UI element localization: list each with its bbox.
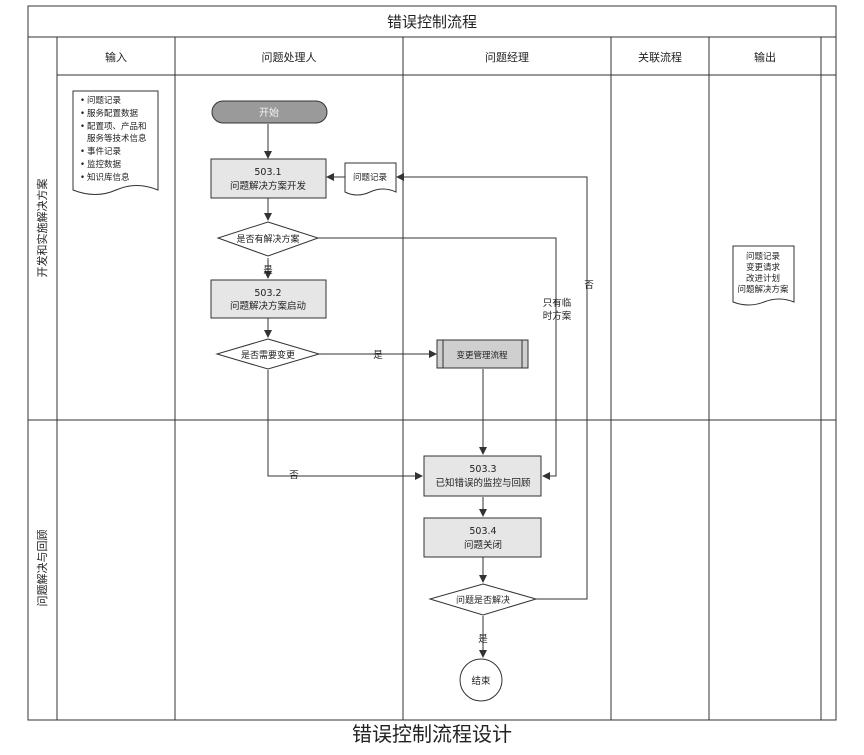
change-management-label: 变更管理流程	[456, 350, 508, 361]
output-item: 改进计划	[746, 273, 780, 284]
process-503-2: 503.2 问题解决方案启动	[210, 279, 327, 319]
lane-header-related-process: 关联流程	[638, 50, 682, 64]
outer-frame	[27, 5, 837, 721]
problem-record-document: 问题记录	[344, 162, 397, 196]
lane-header-input: 输入	[105, 50, 127, 64]
decision-resolved-label: 问题是否解决	[456, 594, 510, 606]
edge-label-temp-solution-line1: 只有临	[543, 297, 572, 309]
output-item: 问题解决方案	[737, 284, 789, 295]
edge-decision2-no	[267, 370, 423, 480]
decision-resolved: 问题是否解决	[428, 583, 538, 616]
input-bullet: •	[80, 173, 85, 183]
edge-label-yes: 是	[263, 265, 273, 276]
edge-label-no: 否	[584, 280, 594, 291]
edge-label-yes: 是	[373, 350, 383, 361]
output-item: 变更请求	[746, 262, 781, 273]
decision-has-solution-label: 是否有解决方案	[236, 233, 299, 245]
change-management-process: 变更管理流程	[436, 339, 529, 369]
process-503-1-title: 问题解决方案开发	[230, 180, 307, 192]
process-503-3: 503.3 已知错误的监控与回顾	[423, 455, 542, 497]
input-bullet: •	[80, 96, 85, 106]
decision-need-change: 是否需要变更	[215, 338, 321, 370]
edge-decision3-no	[396, 173, 588, 600]
lane-header-output: 输出	[754, 50, 776, 64]
process-503-3-title: 已知错误的监控与回顾	[435, 477, 531, 489]
output-item: 问题记录	[746, 252, 781, 262]
lane-header-problem-manager: 问题经理	[485, 51, 529, 64]
process-503-1-code: 503.1	[254, 167, 281, 178]
input-bullet: •	[80, 109, 85, 119]
process-503-2-title: 问题解决方案启动	[230, 300, 306, 312]
decision-has-solution: 是否有解决方案	[216, 221, 320, 257]
input-item: 监控数据	[87, 159, 122, 170]
edge-decision1-temp	[318, 237, 557, 480]
edge-label-temp-solution-line2: 时方案	[543, 310, 572, 322]
process-503-4: 503.4 问题关闭	[423, 517, 542, 558]
input-bullet: •	[80, 122, 85, 132]
output-document: 问题记录 变更请求 改进计划 问题解决方案	[732, 245, 795, 306]
input-document: • 问题记录 • 服务配置数据 • 配置项、产品和 服务等技术信息 • 事件记录…	[72, 90, 159, 195]
figure-caption: 错误控制流程设计	[352, 722, 512, 746]
phase-label-develop-implement: 开发和实施解决方案	[35, 179, 49, 278]
input-item: 服务等技术信息	[87, 133, 147, 144]
input-item: 事件记录	[87, 146, 122, 157]
process-503-2-code: 503.2	[254, 288, 281, 299]
phase-label-resolve-review: 问题解决与回顾	[35, 530, 49, 607]
diagram-title: 错误控制流程	[387, 13, 477, 31]
input-bullet: •	[80, 160, 85, 170]
end-label: 结束	[471, 675, 491, 687]
process-503-3-code: 503.3	[469, 464, 496, 475]
process-503-1: 503.1 问题解决方案开发	[210, 158, 327, 199]
edge-label-no: 否	[289, 470, 299, 481]
swimlane-grid	[27, 5, 837, 721]
start-terminator: 开始	[211, 100, 328, 124]
start-label: 开始	[259, 106, 279, 119]
input-item: 问题记录	[87, 96, 122, 106]
input-bullet: •	[80, 147, 85, 157]
input-item: 服务配置数据	[87, 108, 139, 119]
input-item: 配置项、产品和	[87, 121, 147, 132]
lane-header-problem-handler: 问题处理人	[262, 51, 317, 64]
process-503-4-title: 问题关闭	[464, 539, 502, 551]
problem-record-label: 问题记录	[353, 173, 388, 183]
end-terminator: 结束	[459, 658, 503, 702]
decision-need-change-label: 是否需要变更	[241, 349, 295, 361]
input-item: 知识库信息	[87, 172, 130, 183]
process-503-4-code: 503.4	[469, 526, 496, 537]
edge-label-yes: 是	[478, 634, 488, 645]
